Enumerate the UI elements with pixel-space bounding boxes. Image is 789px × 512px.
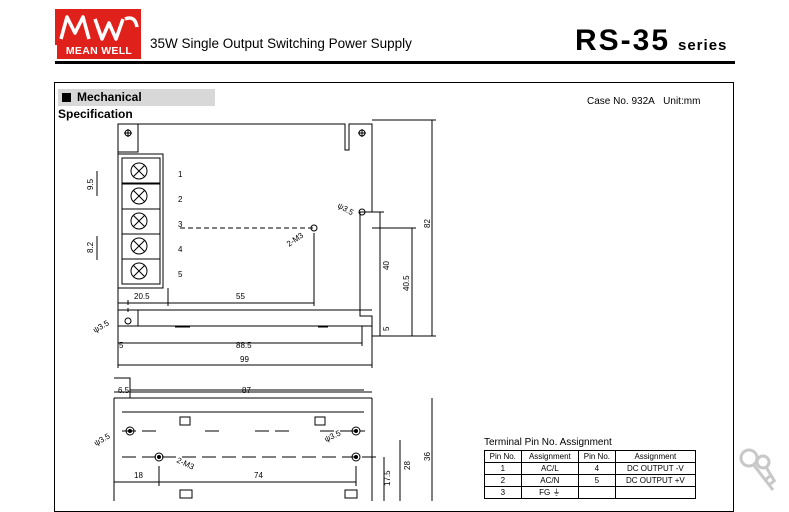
dim-label: 40 (382, 261, 391, 270)
table-cell: 4 (578, 462, 616, 475)
hole-label: ψ3.5 (336, 201, 356, 217)
mean-well-logo (55, 9, 141, 45)
table-cell: 3 (484, 486, 522, 499)
hole-label: 2-M3 (175, 456, 196, 472)
dim-label: 99 (240, 355, 249, 364)
table-cell: DC OUTPUT -V (614, 462, 697, 475)
dim-label: 20.5 (134, 292, 150, 301)
table-header: Assignment (520, 450, 580, 463)
table-header-row: Pin No. Assignment Pin No. Assignment (484, 450, 697, 463)
table-header: Assignment (614, 450, 697, 463)
table-row: 2 AC/N 5 DC OUTPUT +V (484, 474, 697, 487)
table-cell (578, 486, 616, 499)
table-row: 1 AC/L 4 DC OUTPUT -V (484, 462, 697, 475)
dim-label: 6.5 (118, 386, 130, 395)
table-cell: 2 (484, 474, 522, 487)
page-subtitle: 35W Single Output Switching Power Supply (150, 36, 412, 51)
table-header: Pin No. (578, 450, 616, 463)
table-cell (614, 486, 697, 499)
table-cell: AC/N (520, 474, 580, 487)
dim-label: 55 (236, 292, 245, 301)
key-icon (739, 448, 777, 491)
table-cell: AC/L (520, 462, 580, 475)
dim-label: 40.5 (402, 275, 411, 291)
dim-label: 17.5 (383, 470, 392, 486)
series-label: series (678, 37, 728, 54)
dim-label: 82 (423, 219, 432, 228)
dim-label: 5 (382, 326, 391, 331)
dim-label: 9.5 (86, 178, 95, 190)
model-number: RS-35 (575, 24, 671, 57)
dim-label: 88.5 (236, 341, 252, 350)
pin-label: 3 (178, 220, 183, 229)
table-cell: FG ⏚ (520, 486, 580, 499)
dim-label: 18 (134, 471, 143, 480)
bullet-square-icon (62, 93, 71, 102)
table-cell: 5 (578, 474, 616, 487)
pin-numbers: 1 2 3 4 5 (178, 170, 183, 279)
dim-label: 36 (423, 452, 432, 461)
pin-label: 4 (178, 245, 183, 254)
brand-name: MEAN WELL (57, 44, 141, 59)
table-cell: 1 (484, 462, 522, 475)
dim-label: 8.2 (86, 241, 95, 253)
dim-label: 28 (403, 461, 412, 470)
pin-label: 2 (178, 195, 183, 204)
section-title: Mechanical Specification (58, 89, 215, 121)
mechanical-drawing: 1 2 3 4 5 9.5 8.2 20.5 55 88.5 99 5 82 4… (86, 119, 436, 501)
unit-label: Unit:mm (663, 96, 701, 107)
pin-label: 1 (178, 170, 183, 179)
hole-label: 2-M3 (285, 230, 306, 248)
table-header: Pin No. (484, 450, 522, 463)
pin-label: 5 (178, 270, 183, 279)
table-cell: DC OUTPUT +V (614, 474, 697, 487)
dim-label: 87 (242, 386, 251, 395)
dim-label: 5 (119, 341, 124, 350)
header-rule (55, 61, 735, 64)
table-row: 3 FG ⏚ (484, 486, 697, 499)
case-number: Case No. 932A (587, 96, 655, 107)
hole-label: ψ3.5 (92, 318, 112, 334)
section-title-text: Mechanical Specification (58, 90, 142, 121)
terminal-table: Pin No. Assignment Pin No. Assignment 1 … (484, 450, 697, 499)
terminal-table-title: Terminal Pin No. Assignment (484, 437, 612, 448)
case-info: Case No. 932A Unit:mm (587, 96, 700, 107)
hole-label: ψ3.5 (93, 431, 113, 447)
dim-label: 74 (254, 471, 263, 480)
